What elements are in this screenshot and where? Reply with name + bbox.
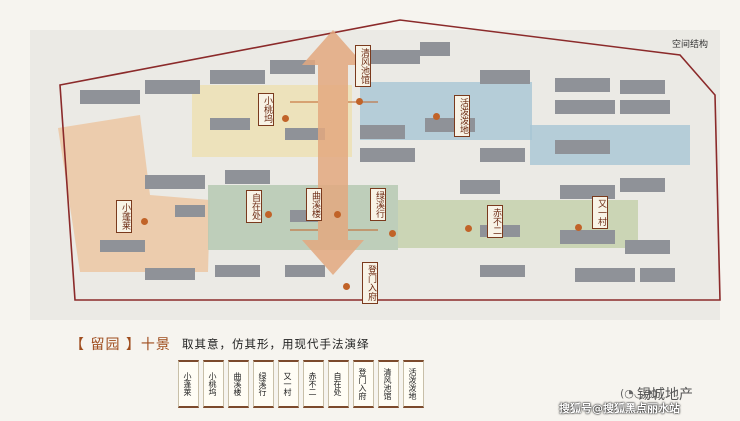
scroll-card: 赤不二 bbox=[303, 360, 324, 408]
marker-dot bbox=[141, 218, 148, 225]
marker-dot bbox=[334, 211, 341, 218]
marker-dot bbox=[265, 211, 272, 218]
label-zizaichu: 自在处 bbox=[246, 190, 262, 223]
main-axis-arrow bbox=[302, 30, 364, 275]
label-quxilou: 曲溪楼 bbox=[306, 188, 322, 221]
watermark-account: 锡城地产 bbox=[637, 387, 693, 403]
scroll-card: 小桃坞 bbox=[203, 360, 224, 408]
label-chibuer: 赤不二 bbox=[487, 205, 503, 238]
marker-dot bbox=[356, 98, 363, 105]
ten-views-title: 【 留园 】十景 bbox=[70, 337, 171, 353]
scroll-card: 绿溪行 bbox=[253, 360, 274, 408]
label-xiaotaowu: 小桃坞 bbox=[258, 93, 274, 126]
marker-dot bbox=[433, 113, 440, 120]
site-boundary bbox=[59, 19, 721, 301]
label-huopo-podi: 活泼泼地 bbox=[454, 95, 470, 137]
label-dengmen-rufu: 登门入府 bbox=[362, 262, 378, 304]
marker-dot bbox=[282, 115, 289, 122]
marker-dot bbox=[389, 230, 396, 237]
marker-dot bbox=[343, 283, 350, 290]
scroll-card: 清风池馆 bbox=[378, 360, 399, 408]
label-qingfeng-chiguan: 清风池馆 bbox=[355, 45, 371, 87]
label-youyicun: 又一村 bbox=[592, 196, 608, 229]
wechat-icon: (◔◡◔) bbox=[620, 387, 658, 400]
ten-views-description: 取其意，仿其形，用现代手法演绎 bbox=[182, 337, 370, 351]
label-xiaopenglai: 小蓬莱 bbox=[116, 200, 132, 233]
scroll-card: 活泼泼地 bbox=[403, 360, 424, 408]
scroll-card: 又一村 bbox=[278, 360, 299, 408]
page-title: 空间结构 bbox=[672, 40, 709, 50]
connection-lines bbox=[290, 101, 378, 231]
label-lvxixing: 绿溪行 bbox=[370, 188, 386, 221]
marker-dot bbox=[465, 225, 472, 232]
scroll-card: 小蓬莱 bbox=[178, 360, 199, 408]
marker-dot bbox=[575, 224, 582, 231]
scroll-card: 曲溪楼 bbox=[228, 360, 249, 408]
zone-orange-west bbox=[58, 115, 210, 272]
scroll-card: 登门入府 bbox=[353, 360, 374, 408]
watermark-source: 搜狐号@搜狐黑点丽水站 bbox=[559, 402, 680, 415]
site-plan-diagram bbox=[30, 19, 721, 320]
scroll-card: 自在处 bbox=[328, 360, 349, 408]
